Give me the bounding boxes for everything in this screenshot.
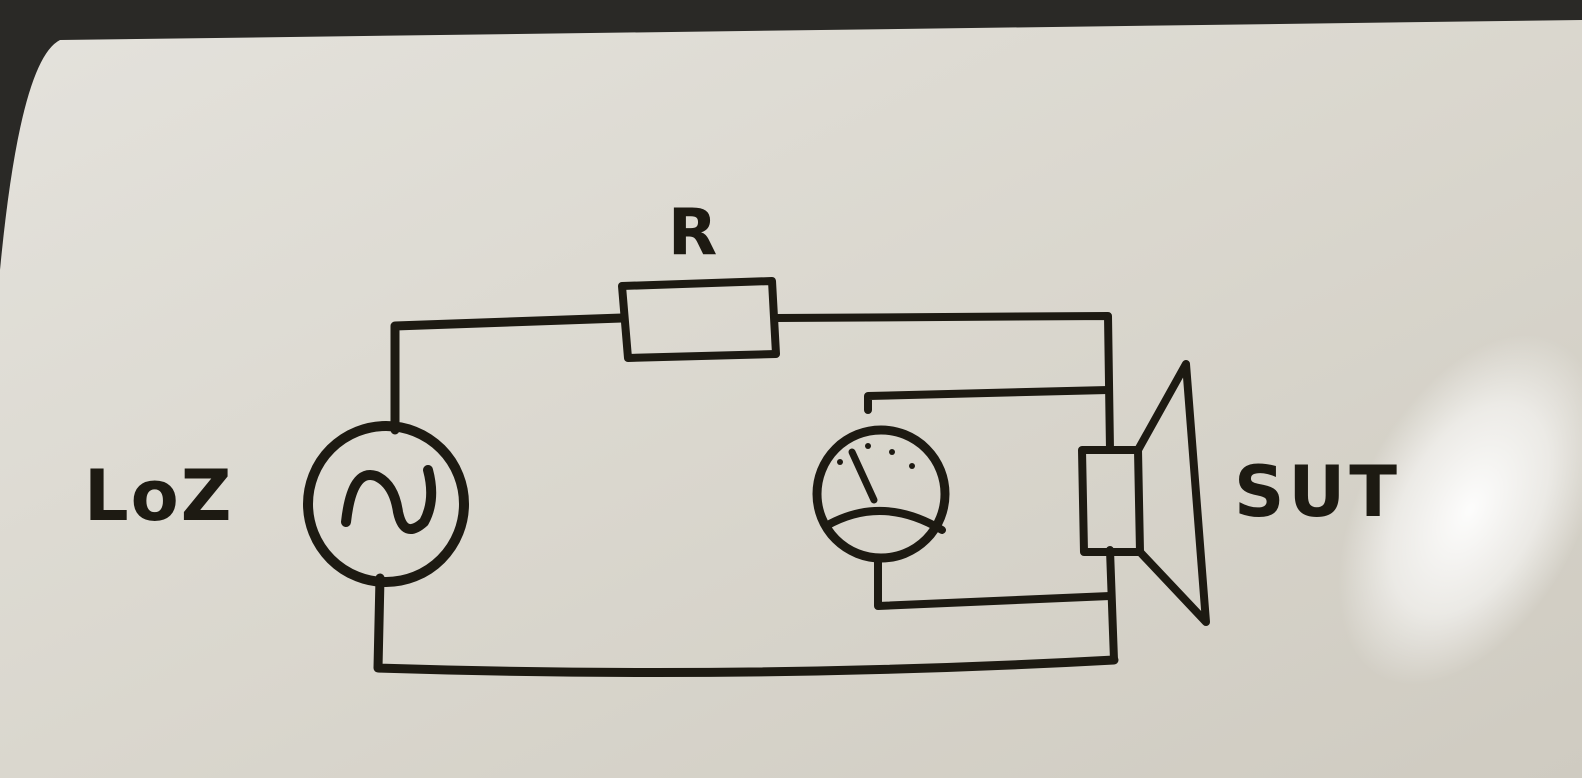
ac-source-symbol bbox=[303, 421, 469, 587]
wire-top-right bbox=[772, 312, 1114, 454]
speaker-cone bbox=[1134, 360, 1210, 626]
wire-top-left bbox=[390, 313, 627, 435]
wire-bottom bbox=[373, 573, 1119, 677]
source-label: LoZ bbox=[84, 455, 233, 537]
sine-wave-icon bbox=[341, 465, 437, 534]
meter-scale-arc bbox=[822, 507, 946, 534]
resistor-symbol bbox=[618, 277, 780, 362]
meter-tick-marks bbox=[837, 443, 915, 469]
wire-meter-top bbox=[864, 386, 1112, 414]
meter-needle bbox=[848, 448, 878, 504]
board-surface bbox=[0, 20, 1582, 778]
resistor-label: R bbox=[668, 196, 717, 270]
light-glare bbox=[1338, 334, 1582, 686]
wire-right-rail bbox=[1106, 546, 1118, 664]
speaker-label: SUT bbox=[1234, 451, 1401, 533]
wire-meter-bottom bbox=[874, 556, 1114, 610]
